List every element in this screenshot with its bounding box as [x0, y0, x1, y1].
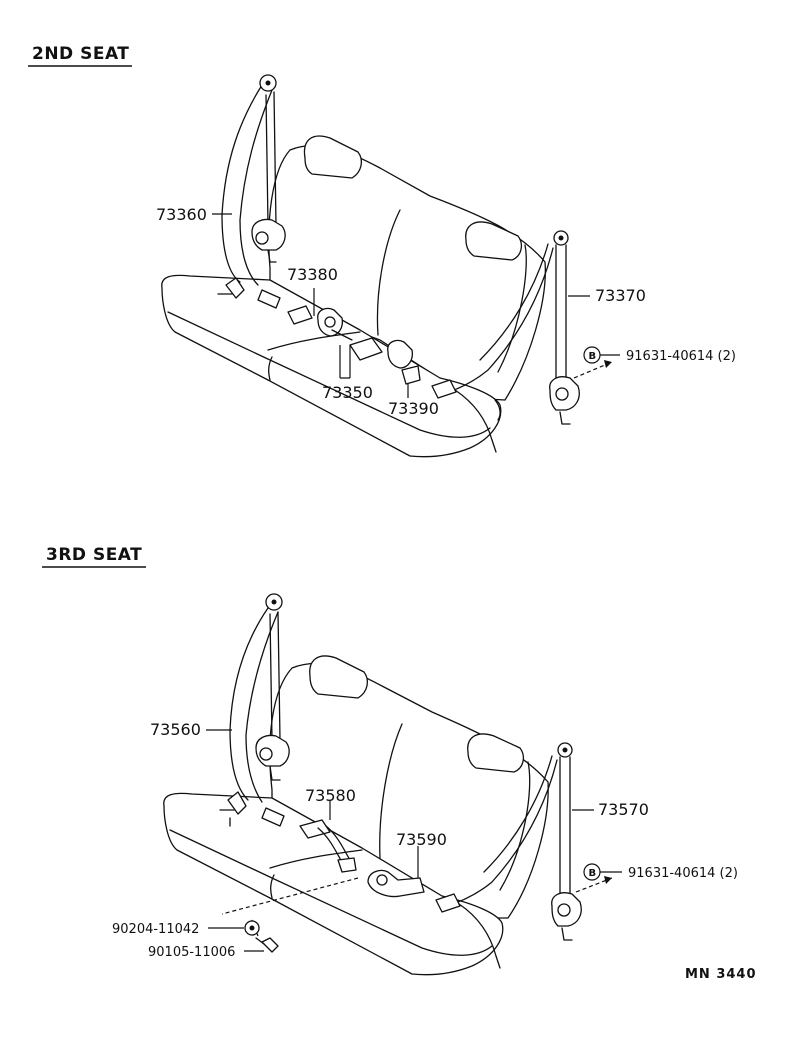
- part-73350-73390-buckles: [331, 329, 421, 398]
- section-title-2nd-seat: 2ND SEAT: [32, 44, 129, 64]
- label-73580: 73580: [305, 786, 356, 805]
- footer-code: MN 3440: [685, 967, 757, 982]
- symbol-b-text-3rd: B: [589, 868, 597, 879]
- part-73360-left-belt: [217, 74, 286, 309]
- part-73580-buckle-strap: [299, 800, 357, 873]
- callout-nut-screw: [208, 877, 359, 953]
- part-73370-right-belt: [431, 230, 590, 453]
- label-73590: 73590: [396, 830, 447, 849]
- label-73370: 73370: [595, 286, 646, 305]
- symbol-b-text: B: [589, 351, 597, 362]
- label-73360: 73360: [156, 205, 207, 224]
- part-73380-buckle: [287, 288, 344, 337]
- label-73350: 73350: [322, 383, 373, 402]
- callout-bolt-3rd: B: [575, 863, 622, 893]
- label-73560: 73560: [150, 720, 201, 739]
- seat-bench-2nd: [161, 135, 546, 458]
- label-73570: 73570: [598, 800, 649, 819]
- label-bolt-2nd: 91631-40614 (2): [626, 349, 736, 364]
- label-screw: 90105-11006: [148, 945, 235, 960]
- section-2nd-seat: 2ND SEAT: [28, 44, 736, 458]
- section-3rd-seat: 3RD SEAT: [42, 545, 738, 976]
- label-73390: 73390: [388, 399, 439, 418]
- seat-bench-3rd: [163, 655, 549, 976]
- label-nut: 90204-11042: [112, 922, 199, 937]
- screw-icon: [261, 937, 279, 953]
- callout-bolt-2nd: B: [573, 346, 620, 379]
- part-73560-left-belt: [219, 593, 290, 827]
- section-title-3rd-seat: 3RD SEAT: [46, 545, 142, 565]
- part-73590-buckle: [367, 846, 425, 898]
- label-73380: 73380: [287, 265, 338, 284]
- part-73570-right-belt: [435, 742, 594, 969]
- label-bolt-3rd: 91631-40614 (2): [628, 866, 738, 881]
